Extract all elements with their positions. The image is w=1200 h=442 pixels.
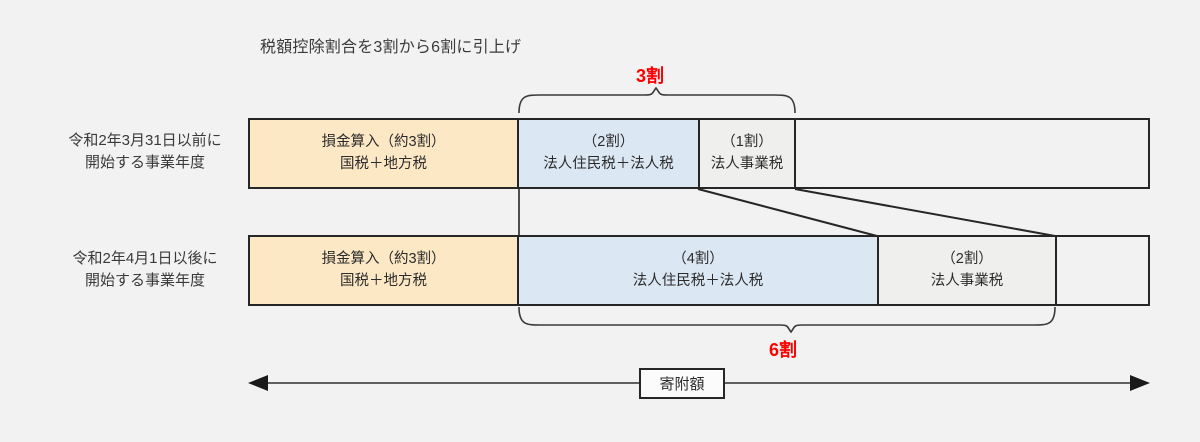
row2-inhabitant-line2: 法人住民税＋法人税 — [632, 272, 764, 289]
row1-segment-inhabitant-corporate-tax: （2割） 法人住民税＋法人税 — [517, 118, 700, 189]
row2-segment-remainder — [1055, 235, 1150, 306]
row2-label-line1: 令和2年4月1日以後に — [72, 250, 218, 267]
row-label-after-2020: 令和2年4月1日以後に 開始する事業年度 — [45, 248, 245, 292]
row1-label-line1: 令和2年3月31日以前に — [68, 132, 222, 149]
row1-inhabitant-line2: 法人住民税＋法人税 — [543, 155, 674, 172]
axis-caption-donation-amount: 寄附額 — [639, 368, 725, 399]
brace-top-3wari-icon — [518, 86, 796, 114]
row1-inhabitant-line1: （2割） — [582, 134, 635, 151]
row1-segment-remainder — [794, 118, 1150, 189]
row1-segment-enterprise-tax: （1割） 法人事業税 — [698, 118, 796, 189]
row2-inhabitant-line1: （4割） — [672, 251, 724, 268]
diagram-title: 税額控除割合を3割から6割に引上げ — [260, 39, 522, 56]
row-label-before-2020: 令和2年3月31日以前に 開始する事業年度 — [45, 130, 245, 174]
arrow-left-icon — [248, 375, 268, 391]
brace-label-3wari: 3割 — [636, 66, 665, 86]
arrow-right-icon — [1130, 375, 1150, 391]
row1-label-line2: 開始する事業年度 — [84, 153, 205, 171]
row1-enterprise-line1: （1割） — [721, 134, 773, 151]
row2-label-line2: 開始する事業年度 — [84, 271, 205, 289]
row2-loss-inclusion-line1: 損金算入（約3割） — [321, 251, 446, 268]
row2-segment-enterprise-tax: （2割） 法人事業税 — [877, 235, 1057, 306]
row1-loss-inclusion-line1: 損金算入（約3割） — [321, 134, 446, 151]
brace-bottom-6wari-icon — [518, 306, 1056, 334]
row2-segment-loss-inclusion: 損金算入（約3割） 国税＋地方税 — [248, 235, 519, 306]
row1-enterprise-line2: 法人事業税 — [710, 155, 784, 172]
row1-loss-inclusion-line2: 国税＋地方税 — [339, 155, 427, 172]
row2-enterprise-line2: 法人事業税 — [930, 272, 1004, 289]
connector-diagonal-gray — [794, 188, 1056, 237]
row2-segment-inhabitant-corporate-tax: （4割） 法人住民税＋法人税 — [517, 235, 879, 306]
row1-segment-loss-inclusion: 損金算入（約3割） 国税＋地方税 — [248, 118, 519, 189]
row2-loss-inclusion-line2: 国税＋地方税 — [339, 272, 427, 289]
connector-diagonal-blue — [697, 188, 878, 237]
row2-enterprise-line1: （2割） — [941, 251, 993, 268]
brace-label-6wari: 6割 — [769, 340, 798, 360]
